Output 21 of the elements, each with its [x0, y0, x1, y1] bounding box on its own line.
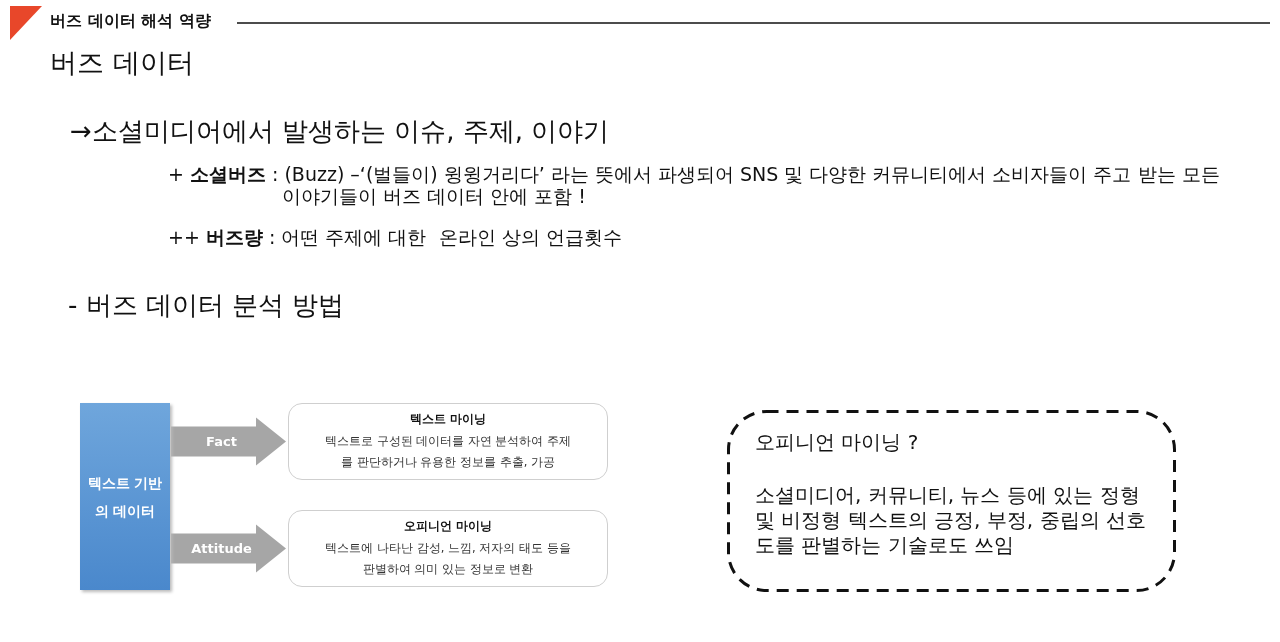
box-title: 오피니언 마이닝 ?	[755, 430, 920, 455]
box-title: 텍스트 기반의 데이터	[86, 473, 164, 521]
block-arrow	[171, 524, 286, 573]
note-box	[727, 410, 1176, 592]
heading: 버즈 데이터	[50, 47, 195, 79]
bullet-text: ++ 버즈량 : 어떤 주제에 대한 온라인 상의 언급횟수	[168, 227, 623, 249]
box-text: 텍스트에 나타난 감성, 느낌, 저자의 태도 등을 판별하여 의미 있는 정보로 변환	[324, 539, 572, 579]
box-title: 텍스트 마이닝	[410, 410, 486, 428]
block-arrow	[171, 417, 286, 466]
edge-label: Attitude	[190, 539, 253, 558]
data-box	[80, 403, 170, 590]
box-text: 텍스트로 구성된 데이터를 자연 분석하여 주제를 판단하거나 유용한 정보를 추출, 가공	[323, 432, 573, 472]
edge-label: Fact	[205, 432, 238, 451]
box-title: 오피니언 마이닝	[404, 517, 492, 535]
section-heading: - 버즈 데이터 분석 방법	[68, 291, 346, 321]
subheading: →소셜미디어에서 발생하는 이슈, 주제, 이야기	[70, 117, 611, 147]
header-title: 버즈 데이터 해석 역량	[50, 11, 211, 32]
box-text: 소셜미디어, 커뮤니티, 뉴스 등에 있는 정형 및 비정형 텍스트의 긍정, 부정, 중립의 선호도를 판별하는 기술로도 쓰임	[755, 483, 1147, 558]
mining-box	[288, 403, 608, 480]
mining-box	[288, 510, 608, 587]
bullet-text: + 소셜버즈 : (Buzz) –‘(벌들이) 윙윙거리다’ 라는 뜻에서 파생되어 SNS 및 다양한 커뮤니티에서 소비자들이 주고 받는 모든 이야기들이 버즈 데이터 안에 포함 !	[168, 164, 1221, 208]
